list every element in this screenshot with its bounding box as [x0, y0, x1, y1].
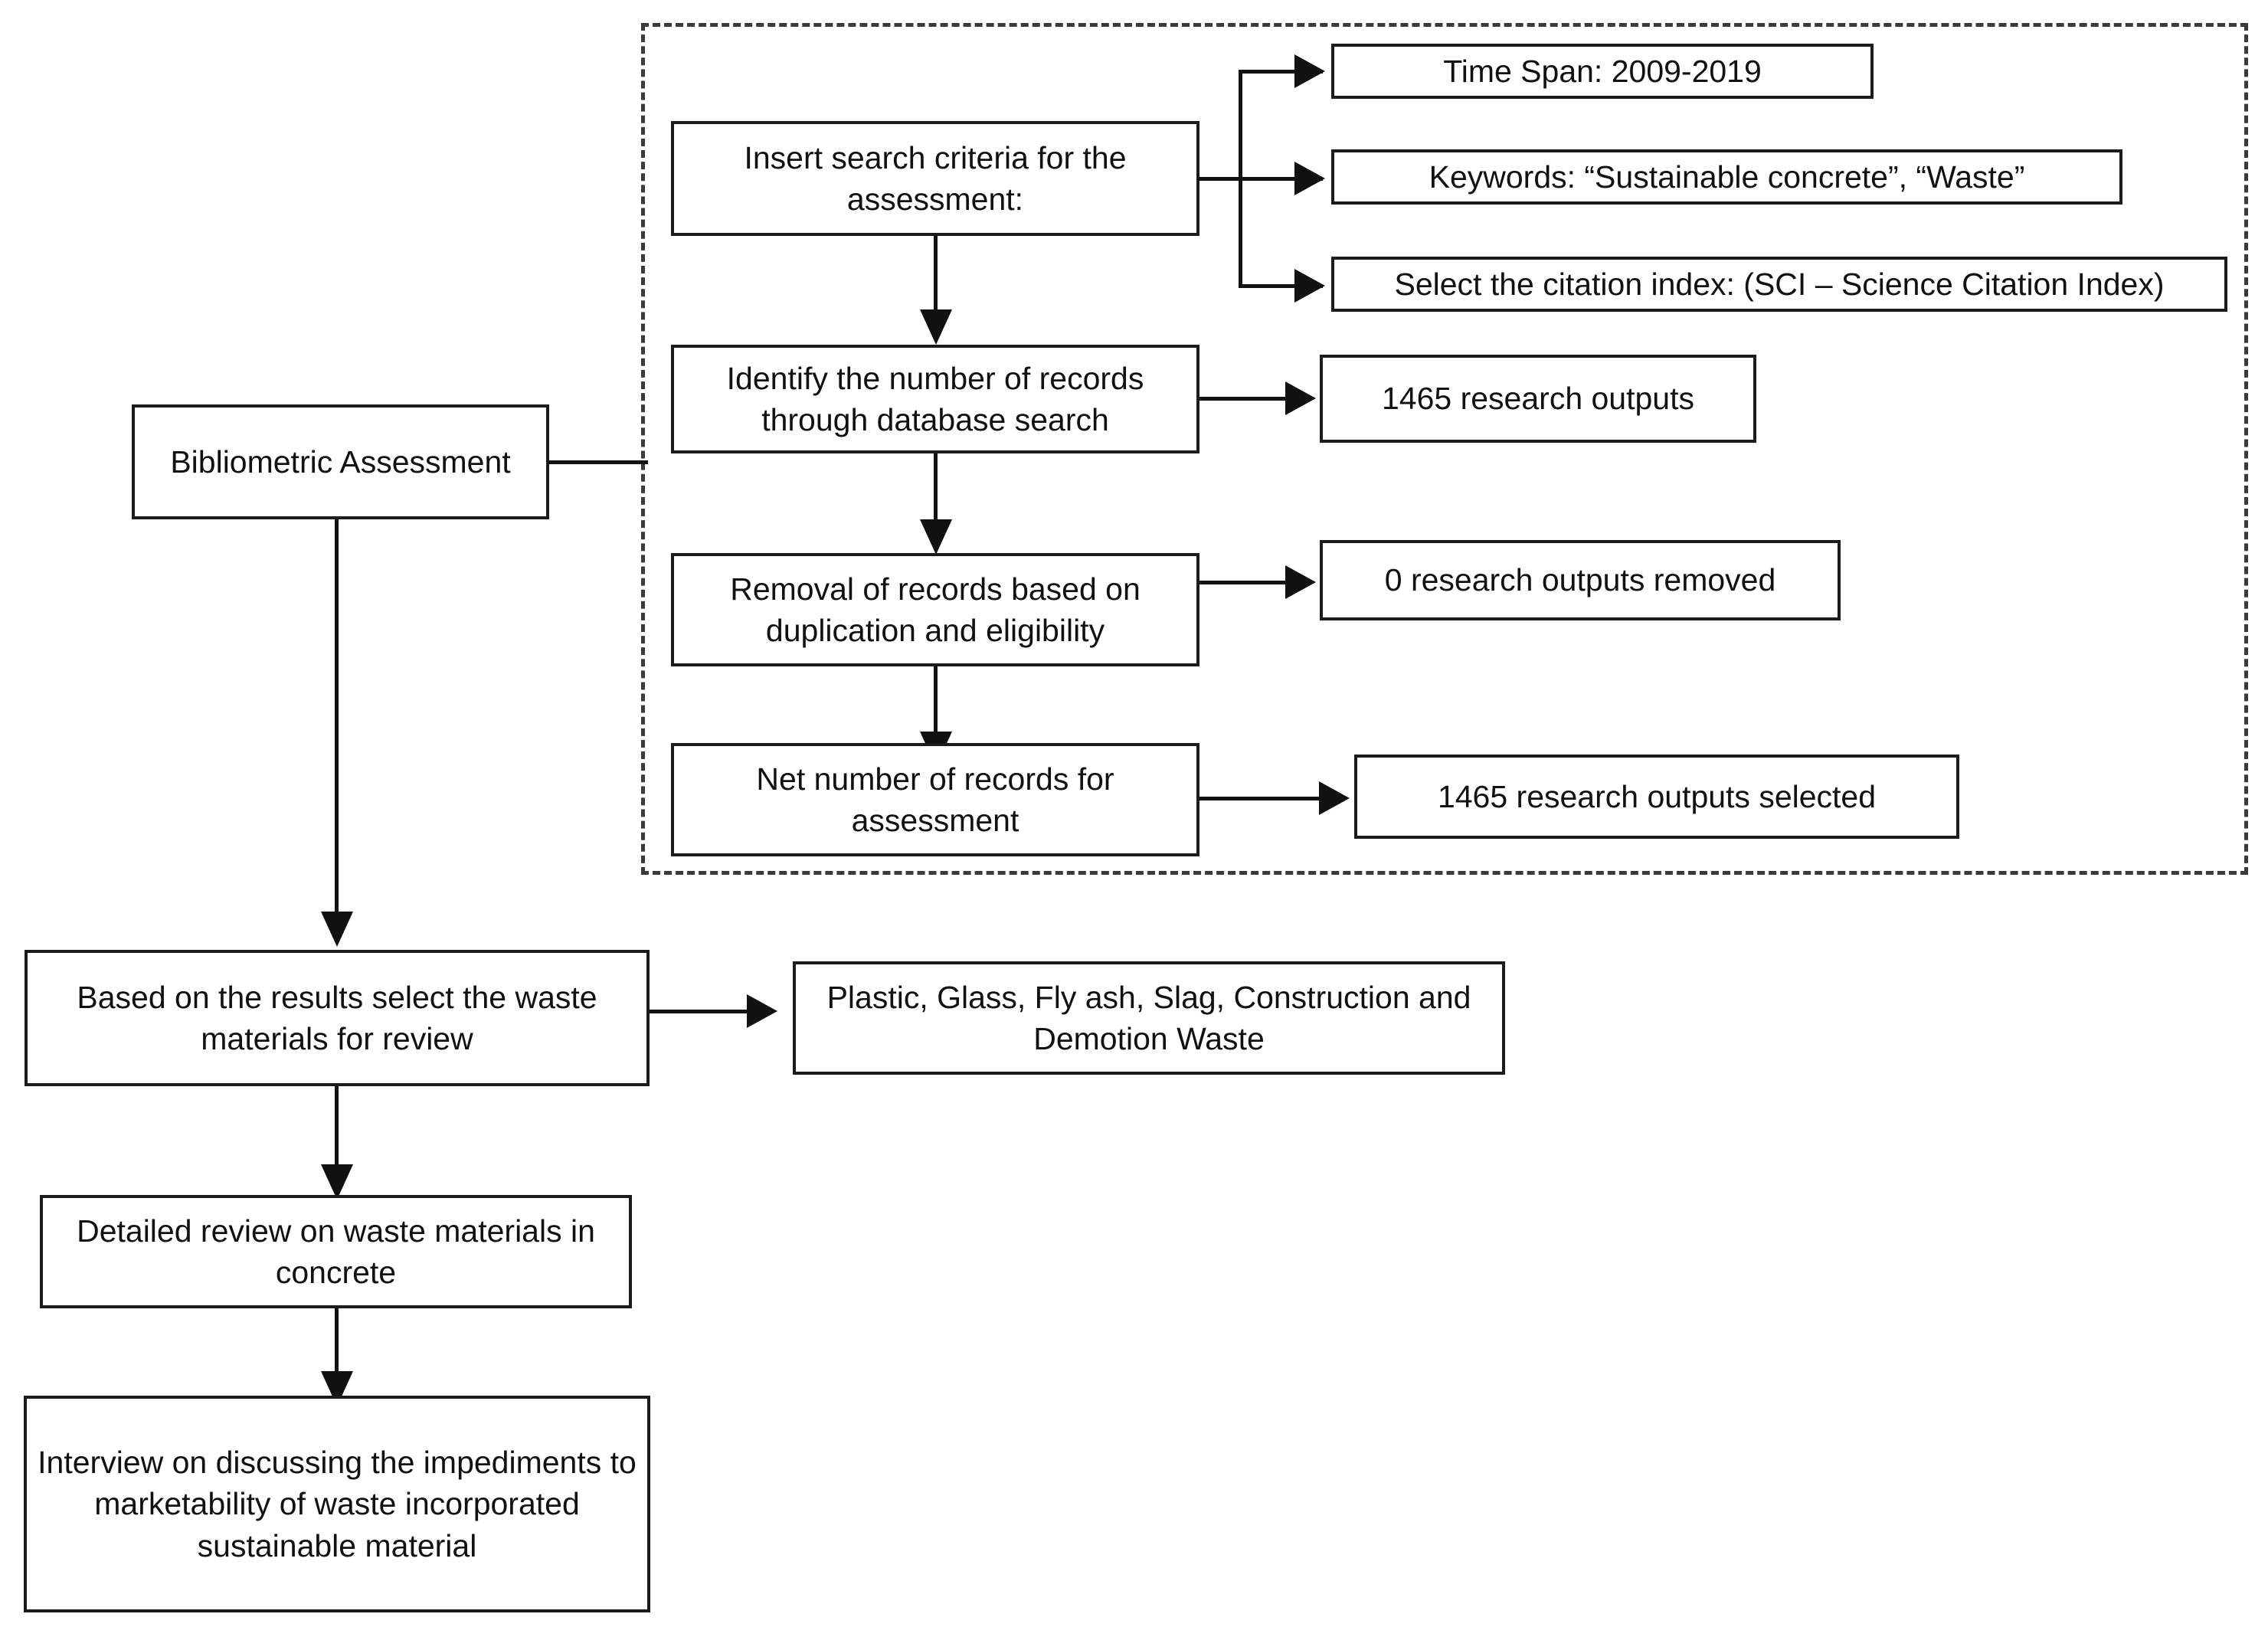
- node-interview[interactable]: Interview on discussing the impediments …: [24, 1396, 650, 1612]
- bibliometric-assessment-group-boundary: [641, 23, 2248, 875]
- node-bibliometric-assessment[interactable]: Bibliometric Assessment: [132, 404, 549, 519]
- node-keywords[interactable]: Keywords: “Sustainable concrete”, “Waste…: [1331, 149, 2122, 205]
- node-select-waste-materials-label: Based on the results select the waste ma…: [77, 979, 597, 1056]
- node-time-span[interactable]: Time Span: 2009-2019: [1331, 44, 1874, 99]
- node-citation-index[interactable]: Select the citation index: (SCI – Scienc…: [1331, 257, 2227, 312]
- connector-criteria-to-identify: [934, 236, 938, 316]
- arrowhead-identify-to-removal: [920, 519, 952, 555]
- connector-select-to-materials-list: [650, 1010, 749, 1013]
- node-waste-materials-list-label: Plastic, Glass, Fly ash, Slag, Construct…: [826, 979, 1471, 1056]
- node-identify-records-label: Identify the number of records through d…: [726, 360, 1144, 437]
- connector-detailed-review-to-interview: [335, 1308, 339, 1393]
- connector-net-to-selected-count: [1199, 797, 1322, 800]
- node-interview-label: Interview on discussing the impediments …: [38, 1445, 637, 1563]
- arrowhead-to-time-span: [1294, 54, 1325, 88]
- node-detailed-review[interactable]: Detailed review on waste materials in co…: [40, 1195, 632, 1308]
- node-detailed-review-label: Detailed review on waste materials in co…: [77, 1213, 595, 1290]
- arrowhead-to-citation-index: [1294, 269, 1325, 303]
- node-records-count[interactable]: 1465 research outputs: [1320, 355, 1756, 443]
- node-selected-count-label: 1465 research outputs selected: [1437, 778, 1877, 814]
- connector-bibliometric-to-select-waste: [335, 519, 339, 918]
- connector-removal-to-removed-count: [1199, 581, 1288, 584]
- node-time-span-label: Time Span: 2009-2019: [1443, 53, 1762, 89]
- connector-identify-to-count: [1199, 397, 1288, 401]
- node-selected-count[interactable]: 1465 research outputs selected: [1354, 755, 1959, 839]
- arrowhead-criteria-to-identify: [920, 309, 952, 345]
- node-removal-of-records[interactable]: Removal of records based on duplication …: [671, 553, 1199, 666]
- arrowhead-select-to-materials-list: [747, 994, 777, 1028]
- node-identify-records[interactable]: Identify the number of records through d…: [671, 345, 1199, 453]
- connector-criteria-trunk-h: [1197, 177, 1242, 181]
- node-insert-search-criteria[interactable]: Insert search criteria for the assessmen…: [671, 121, 1199, 236]
- connector-removal-to-net: [934, 666, 938, 739]
- connector-to-time-span: [1239, 70, 1323, 74]
- connector-to-citation-index: [1239, 284, 1323, 288]
- connector-identify-to-removal: [934, 453, 938, 526]
- arrowhead-select-to-detailed-review: [321, 1164, 353, 1200]
- node-net-records[interactable]: Net number of records for assessment: [671, 743, 1199, 856]
- connector-select-to-detailed-review: [335, 1086, 339, 1170]
- arrowhead-bibliometric-to-select-waste: [321, 912, 353, 947]
- node-bibliometric-assessment-label: Bibliometric Assessment: [170, 444, 511, 480]
- node-removed-count-label: 0 research outputs removed: [1384, 562, 1776, 598]
- arrowhead-net-to-selected-count: [1319, 781, 1350, 815]
- arrowhead-removal-to-removed-count: [1285, 565, 1316, 599]
- connector-to-keywords: [1239, 177, 1323, 181]
- node-records-count-label: 1465 research outputs: [1382, 381, 1694, 417]
- arrowhead-to-keywords: [1294, 162, 1325, 195]
- node-keywords-label: Keywords: “Sustainable concrete”, “Waste…: [1429, 159, 2025, 195]
- node-insert-search-criteria-label: Insert search criteria for the assessmen…: [744, 139, 1127, 217]
- node-removal-of-records-label: Removal of records based on duplication …: [730, 571, 1141, 648]
- node-waste-materials-list[interactable]: Plastic, Glass, Fly ash, Slag, Construct…: [793, 961, 1505, 1075]
- node-net-records-label: Net number of records for assessment: [756, 761, 1114, 838]
- node-removed-count[interactable]: 0 research outputs removed: [1320, 540, 1841, 620]
- arrowhead-identify-to-count: [1285, 381, 1316, 415]
- connector-bibliometric-to-group: [548, 460, 648, 464]
- node-citation-index-label: Select the citation index: (SCI – Scienc…: [1394, 266, 2165, 302]
- node-select-waste-materials[interactable]: Based on the results select the waste ma…: [25, 950, 650, 1086]
